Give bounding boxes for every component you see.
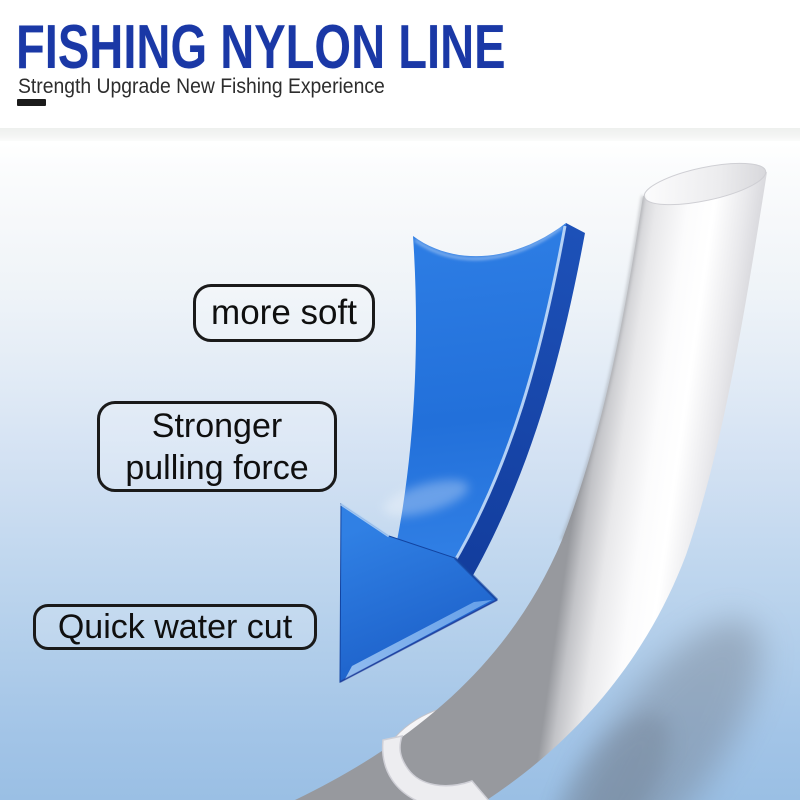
blue-down-arrow-icon bbox=[339, 223, 585, 683]
callout-more-soft: more soft bbox=[193, 284, 375, 342]
callout-more-soft-label: more soft bbox=[211, 293, 357, 332]
fishing-line-graphic bbox=[295, 162, 767, 800]
subtitle-dash bbox=[17, 99, 46, 106]
arrow-side-face bbox=[451, 223, 585, 586]
divider-band bbox=[0, 128, 800, 141]
callout-quick-label: Quick water cut bbox=[57, 607, 293, 646]
callout-stronger-line2: pulling force bbox=[125, 448, 309, 487]
line-shadow bbox=[546, 619, 762, 800]
line-collar-ring-front bbox=[381, 734, 490, 800]
page-subtitle: Strength Upgrade New Fishing Experience bbox=[18, 74, 385, 98]
page-title: FISHING NYLON LINE bbox=[16, 13, 506, 82]
callout-quick-water-cut: Quick water cut bbox=[33, 604, 317, 650]
callout-stronger-line1: Stronger bbox=[151, 406, 283, 445]
callout-stronger-pulling-force: Stronger pulling force bbox=[97, 401, 337, 492]
fishing-line-body bbox=[295, 172, 767, 800]
